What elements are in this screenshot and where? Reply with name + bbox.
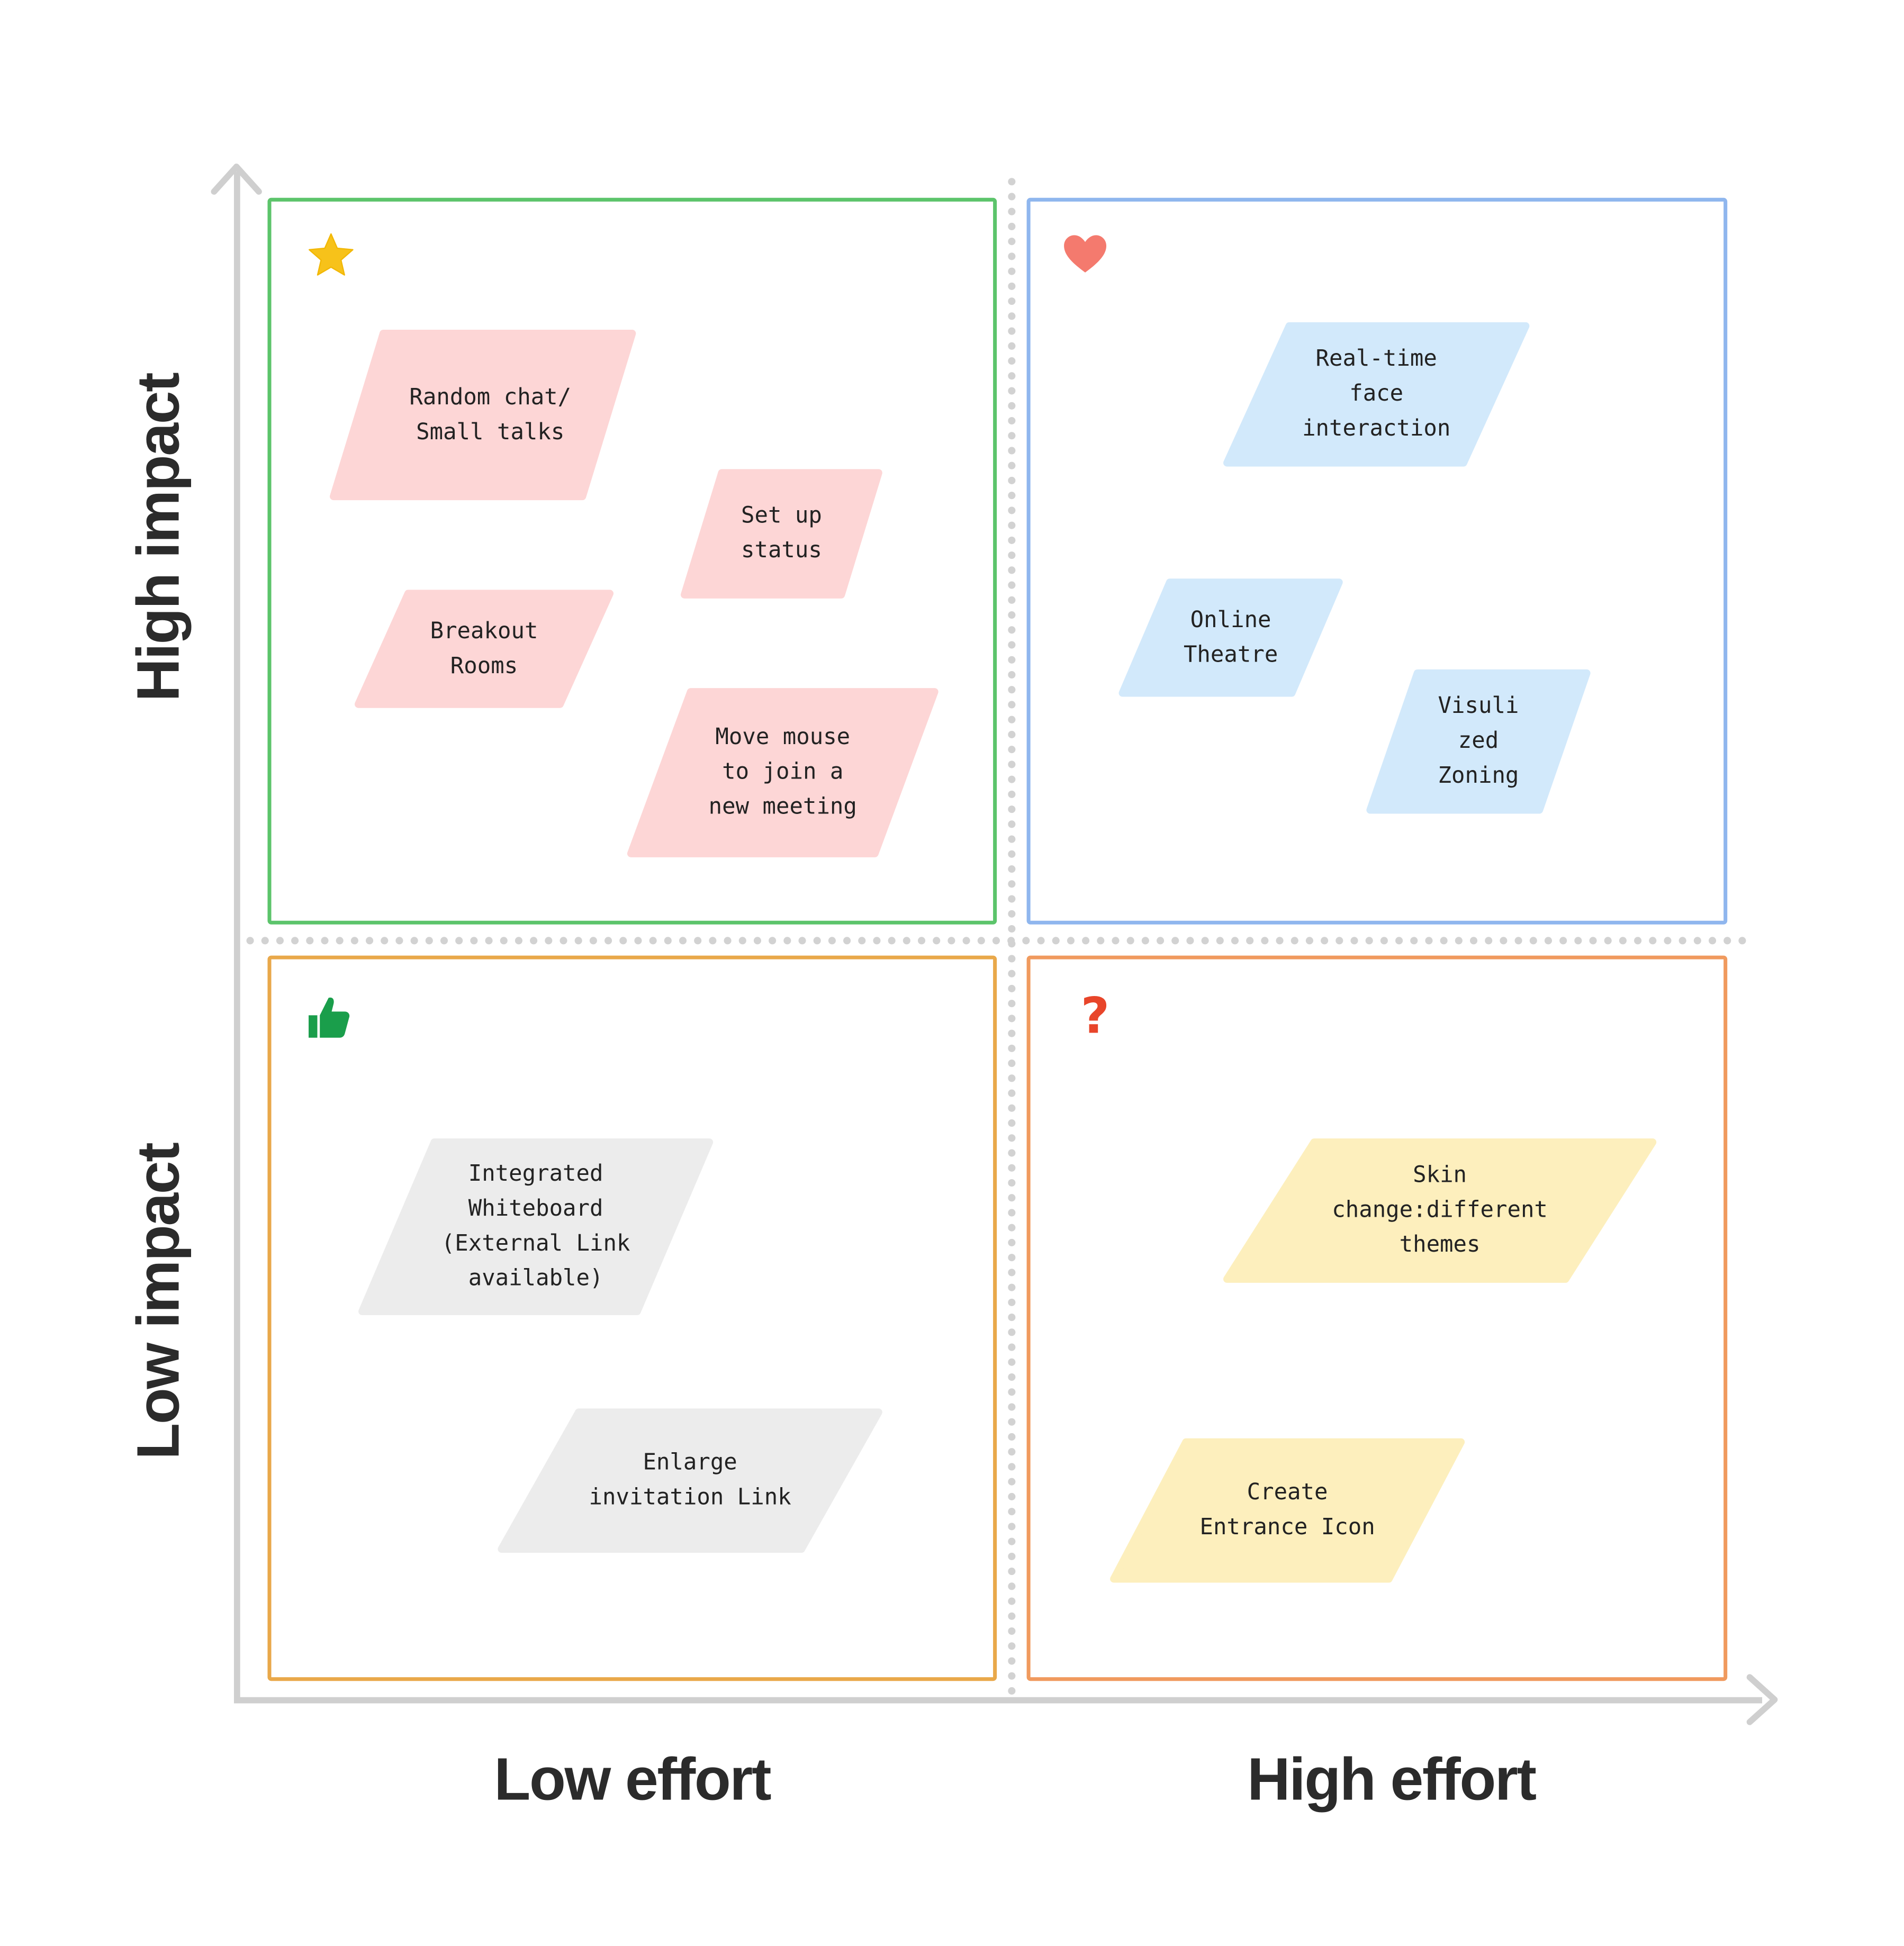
sticky-note[interactable]: Breakout Rooms <box>355 590 614 708</box>
sticky-note-text: Visuli zed Zoning <box>1438 693 1519 789</box>
quadrant-low-impact-low-effort <box>267 955 997 1681</box>
x-label-low-effort: Low effort <box>494 1747 771 1814</box>
heart-icon <box>1058 228 1113 282</box>
sticky-note[interactable]: Real-time face interaction <box>1223 322 1530 467</box>
sticky-note-text: Real-time face interaction <box>1302 346 1451 442</box>
y-axis-arrowhead <box>211 164 262 195</box>
sticky-note-text: Online Theatre <box>1183 607 1278 668</box>
star-icon <box>303 228 359 282</box>
sticky-note[interactable]: Random chat/ Small talks <box>330 330 636 501</box>
sticky-note[interactable]: Integrated Whiteboard (External Link ava… <box>358 1138 714 1316</box>
sticky-note[interactable]: Create Entrance Icon <box>1110 1438 1465 1583</box>
sticky-note-text: Create Entrance Icon <box>1199 1479 1375 1541</box>
question-mark-icon: ? <box>1068 984 1122 1048</box>
svg-text:?: ? <box>1081 987 1110 1045</box>
y-label-high-impact: High impact <box>126 373 193 702</box>
x-axis-arrowhead <box>1746 1674 1778 1725</box>
quadrant-low-impact-high-effort <box>1026 955 1728 1681</box>
vertical-divider <box>1008 178 1016 1696</box>
y-axis-line <box>233 171 240 1703</box>
quadrant-high-impact-high-effort <box>1026 197 1728 925</box>
sticky-note[interactable]: Online Theatre <box>1118 578 1343 697</box>
sticky-note[interactable]: Enlarge invitation Link <box>498 1408 882 1553</box>
thumbs-up-icon <box>301 990 356 1045</box>
x-axis-line <box>233 1697 1763 1704</box>
quadrant-high-impact-low-effort <box>267 197 997 925</box>
sticky-note-text: Random chat/ Small talks <box>409 384 572 445</box>
sticky-note-text: Skin change:different themes <box>1332 1162 1548 1258</box>
sticky-note-text: Integrated Whiteboard (External Link ava… <box>441 1161 630 1292</box>
sticky-note-text: Set up status <box>741 502 822 564</box>
sticky-note-text: Breakout Rooms <box>430 618 538 679</box>
y-label-low-impact: Low impact <box>126 1143 193 1460</box>
sticky-note-text: Move mouse to join a new meeting <box>708 724 857 820</box>
sticky-note-text: Enlarge invitation Link <box>589 1449 791 1511</box>
horizontal-divider <box>246 937 1747 945</box>
sticky-note[interactable]: Move mouse to join a new meeting <box>627 688 939 857</box>
sticky-note[interactable]: Skin change:different themes <box>1223 1138 1657 1283</box>
x-label-high-effort: High effort <box>1247 1747 1537 1814</box>
sticky-note[interactable]: Visuli zed Zoning <box>1366 669 1591 814</box>
sticky-note[interactable]: Set up status <box>680 469 882 599</box>
